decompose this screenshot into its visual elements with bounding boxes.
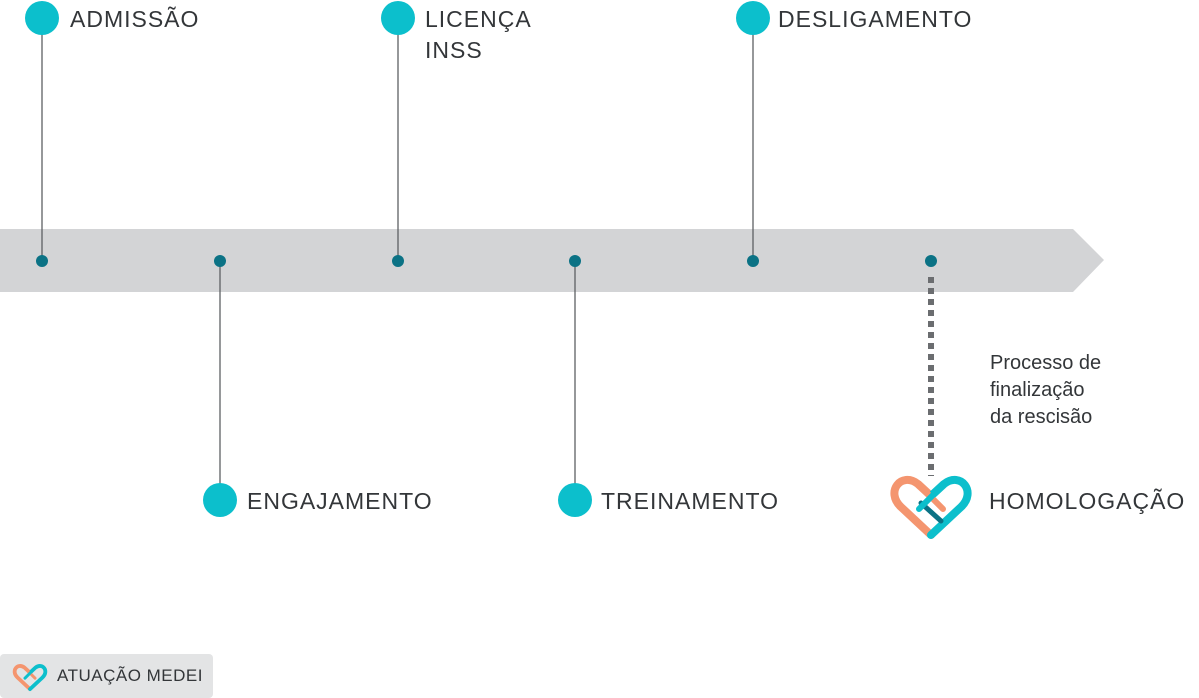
note-line1: Processo de — [990, 352, 1102, 374]
timeline-band — [0, 229, 1104, 292]
label-admissao: ADMISSÃO — [70, 6, 200, 32]
band-dot-treinamento — [569, 255, 581, 267]
band-dot-engajamento — [214, 255, 226, 267]
legend-heart-icon — [12, 664, 48, 691]
milestone-circle-treinamento — [558, 483, 592, 517]
label-licenca-inss: LICENÇA INSS — [425, 4, 532, 66]
band-dot-desligamento — [747, 255, 759, 267]
legend-badge: ATUAÇÃO MEDEI — [0, 654, 213, 698]
label-homologacao: HOMOLOGAÇÃO — [989, 488, 1186, 514]
legend-label: ATUAÇÃO MEDEI — [57, 666, 203, 685]
note-line2: finalização — [990, 379, 1085, 401]
note-line3: da rescisão — [990, 406, 1093, 428]
band-dot-homologacao — [925, 255, 937, 267]
label-treinamento: TREINAMENTO — [601, 488, 779, 514]
label-engajamento: ENGAJAMENTO — [247, 488, 433, 514]
band-dot-admissao — [36, 255, 48, 267]
milestone-circle-licenca — [381, 1, 415, 35]
label-licenca-line2: INSS — [425, 37, 483, 63]
heart-logo-icon — [890, 475, 972, 539]
label-licenca-line1: LICENÇA — [425, 6, 532, 32]
milestone-circle-desligamento — [736, 1, 770, 35]
band-dot-licenca — [392, 255, 404, 267]
note-processo-finalizacao: Processo de finalização da rescisão — [990, 350, 1101, 431]
milestone-circle-engajamento — [203, 483, 237, 517]
milestone-circle-admissao — [25, 1, 59, 35]
label-desligamento: DESLIGAMENTO — [778, 6, 973, 32]
